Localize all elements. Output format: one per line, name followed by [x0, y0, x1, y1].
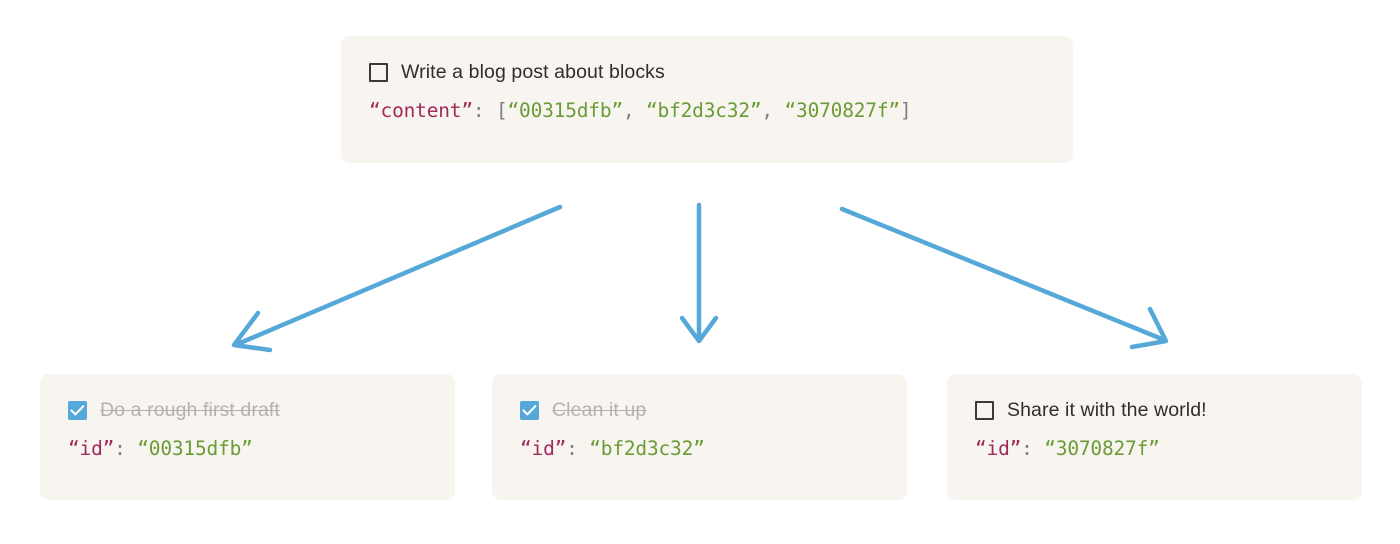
json-value: “3070827f”	[1044, 437, 1160, 460]
checkbox-empty-icon[interactable]	[369, 62, 388, 82]
child-json-line: “id”: “3070827f”	[975, 434, 1334, 464]
arrow-to-child-2	[839, 206, 1169, 350]
root-task-label: Write a blog post about blocks	[401, 60, 665, 83]
json-key: “id”	[520, 437, 567, 460]
json-open-bracket: [	[484, 99, 508, 122]
json-value: “00315dfb”	[137, 437, 253, 460]
root-json-line: “content”: [“00315dfb”, “bf2d3c32”, “307…	[369, 96, 1045, 126]
checkbox-checked-icon[interactable]	[68, 400, 87, 420]
child-task-label: Share it with the world!	[1007, 398, 1207, 421]
child-json-line: “id”: “00315dfb”	[68, 434, 427, 464]
child-block-card[interactable]: Share it with the world! “id”: “3070827f…	[947, 374, 1362, 500]
json-array-value-2: “3070827f”	[784, 99, 901, 122]
child-block-card[interactable]: Do a rough first draft “id”: “00315dfb”	[40, 374, 455, 500]
child-block-card[interactable]: Clean it up “id”: “bf2d3c32”	[492, 374, 907, 500]
child-task-line: Clean it up	[520, 396, 879, 424]
child-task-line: Share it with the world!	[975, 396, 1334, 424]
json-key: “id”	[68, 437, 115, 460]
arrow-to-child-1	[679, 202, 719, 344]
json-separator-0: ,	[622, 99, 647, 122]
json-array-value-1: “bf2d3c32”	[646, 99, 762, 122]
json-colon: :	[566, 437, 590, 460]
json-colon: :	[472, 99, 485, 122]
json-colon: :	[1021, 437, 1045, 460]
child-task-label: Do a rough first draft	[100, 398, 280, 421]
json-value: “bf2d3c32”	[589, 437, 705, 460]
root-block-card[interactable]: Write a blog post about blocks “content”…	[341, 36, 1073, 163]
root-task-line: Write a blog post about blocks	[369, 58, 1045, 86]
child-task-label: Clean it up	[552, 398, 647, 421]
json-colon: :	[114, 437, 138, 460]
json-key: “content”	[369, 99, 473, 122]
arrow-to-child-0	[231, 204, 563, 353]
child-json-line: “id”: “bf2d3c32”	[520, 434, 879, 464]
json-separator-1: ,	[761, 99, 785, 122]
json-key: “id”	[975, 437, 1022, 460]
checkbox-checked-icon[interactable]	[520, 400, 539, 420]
checkbox-empty-icon[interactable]	[975, 400, 994, 420]
child-task-line: Do a rough first draft	[68, 396, 427, 424]
json-array-value-0: “00315dfb”	[507, 99, 624, 122]
json-close-bracket: ]	[899, 99, 912, 122]
